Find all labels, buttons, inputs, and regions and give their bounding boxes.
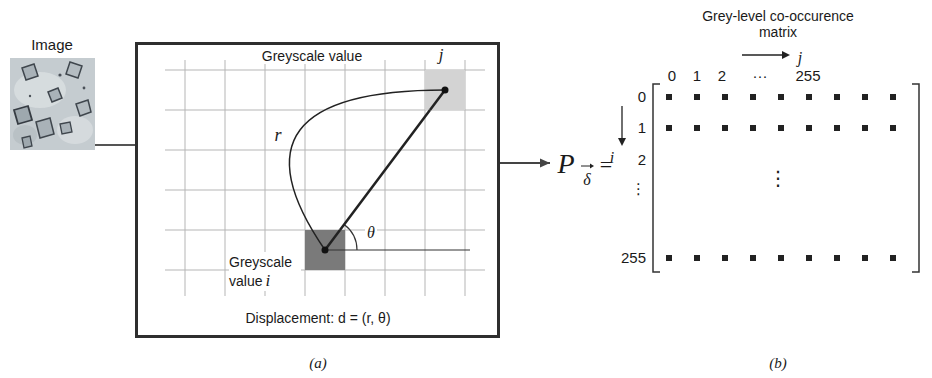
crystal <box>48 88 62 102</box>
pixel-caption: Greyscale value <box>260 48 364 64</box>
crystal <box>22 64 38 80</box>
pixel-symbol: i <box>265 271 270 290</box>
axis-arrow <box>742 54 782 55</box>
crystal <box>36 118 54 138</box>
crystal <box>76 100 91 116</box>
photo-speck <box>29 95 31 97</box>
matrix-block: Grey-level co-occurence matrix(b) <box>550 84 922 274</box>
row-ellipsis: ⋮ <box>631 181 646 198</box>
matrix-symbol: P <box>557 148 574 180</box>
distance-symbol: r <box>272 125 283 146</box>
matrix-subscript: δ <box>583 171 590 189</box>
panel-caption: (b) <box>769 355 787 372</box>
matrix-ellipsis: ⋮ <box>768 167 788 190</box>
axis-arrow <box>621 106 622 138</box>
panel-caption: (a) <box>309 355 327 372</box>
connector <box>340 110 430 230</box>
column-index: 1 <box>693 67 701 84</box>
crystal <box>14 106 32 124</box>
image-title: Image <box>31 36 73 53</box>
vector-arrow-head <box>590 164 594 169</box>
displacement-note: Displacement: d = (r, θ) <box>243 310 392 326</box>
caption-group: Greyscale valuei <box>229 252 301 291</box>
column-index: 2 <box>718 67 726 84</box>
column-index: 0 <box>668 67 676 84</box>
pixel-cell: Greyscale valuei <box>305 230 345 270</box>
panel-frame: Greyscale valueiGreyscale valuej(a) <box>135 42 500 338</box>
matrix-entries <box>666 97 900 258</box>
connector <box>95 145 135 146</box>
pixel-caption: Greyscale value <box>229 254 292 289</box>
row-index: 255 <box>621 249 646 266</box>
connector-line <box>95 144 135 146</box>
sample-photo <box>10 58 95 150</box>
axis-arrow-head <box>618 138 626 146</box>
column-ellipsis: ··· <box>753 67 768 84</box>
matrix-bracket <box>653 84 660 272</box>
displacement-stub <box>325 90 445 250</box>
photo-blotch <box>14 72 66 108</box>
pixel-dot <box>322 247 329 254</box>
photo-speck <box>83 87 86 90</box>
row-index: 1 <box>638 119 646 136</box>
distance-arc <box>289 90 445 250</box>
row-index: 0 <box>638 88 646 105</box>
angle-symbol: θ <box>365 224 377 242</box>
matrix-bracket <box>912 84 919 272</box>
photo-blotch <box>57 116 93 144</box>
axis-symbol: i <box>610 149 614 167</box>
pixel-grid <box>165 60 485 296</box>
axis-symbol: j <box>798 49 802 67</box>
axis-arrow-head <box>782 51 790 59</box>
crystal <box>60 122 72 134</box>
row-index: 2 <box>638 151 646 168</box>
image-box: Image <box>10 58 95 150</box>
photo-speck <box>58 73 61 76</box>
column-index: 255 <box>795 67 820 84</box>
crystal <box>66 62 82 78</box>
pixel-symbol: j <box>437 45 446 65</box>
connector-line <box>340 110 430 230</box>
matrix-title: Grey-level co-occurence matrix <box>688 8 868 40</box>
arrow-head <box>540 159 550 168</box>
connector <box>500 159 550 168</box>
reference-line <box>325 249 470 250</box>
photo-ground <box>10 58 95 150</box>
pixel-dot <box>442 87 449 94</box>
vector-arrow <box>581 166 591 167</box>
pixel-cell: Greyscale valuej <box>425 70 465 110</box>
angle-arc <box>344 224 357 250</box>
crystal <box>22 136 32 148</box>
